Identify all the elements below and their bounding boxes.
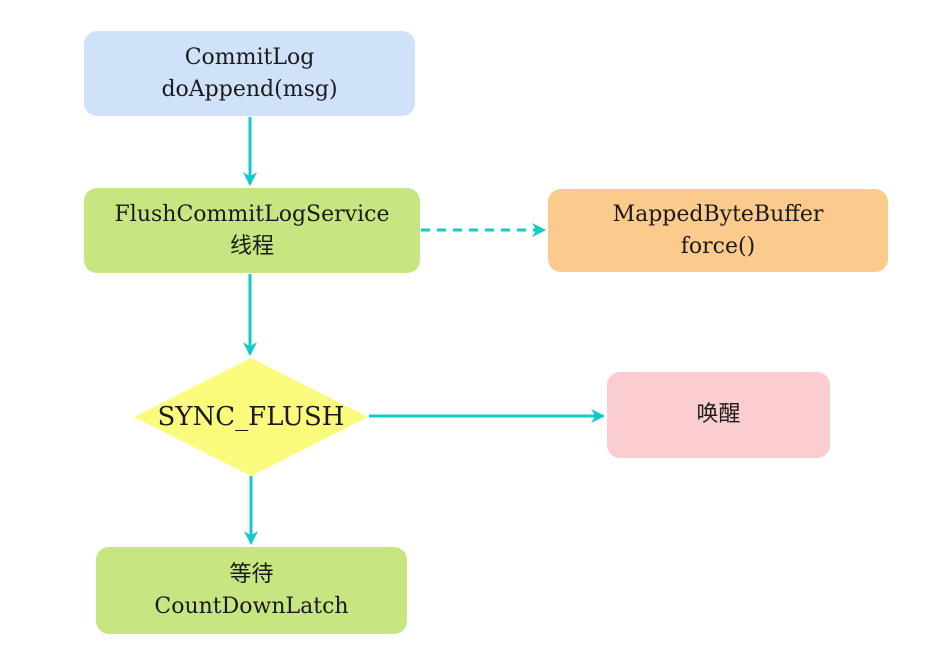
node-flush-line2: 线程 [229,233,274,259]
node-mapped-byte-buffer: MappedByteBuffer force() [548,189,888,272]
node-sync-flush-decision: SYNC_FLUSH [134,358,368,476]
node-commitlog: CommitLog doAppend(msg) [84,31,415,116]
diamond-shape [134,358,368,476]
node-wait-line1: 等待 [229,561,274,587]
node-sync-flush-label: SYNC_FLUSH [157,402,345,432]
node-flush-commit-log-service: FlushCommitLogService 线程 [84,188,420,273]
node-flush-line1: FlushCommitLogService [114,201,390,227]
node-commitlog-line2: doAppend(msg) [161,76,338,102]
node-mbb-line2: force() [680,233,756,259]
node-wait-countdownlatch: 等待 CountDownLatch [96,547,407,634]
node-wait-line2: CountDownLatch [154,593,349,619]
node-mbb-line1: MappedByteBuffer [612,201,824,227]
node-wake-label: 唤醒 [696,402,741,428]
node-commitlog-line1: CommitLog [184,44,315,70]
node-wake: 唤醒 [607,372,830,458]
